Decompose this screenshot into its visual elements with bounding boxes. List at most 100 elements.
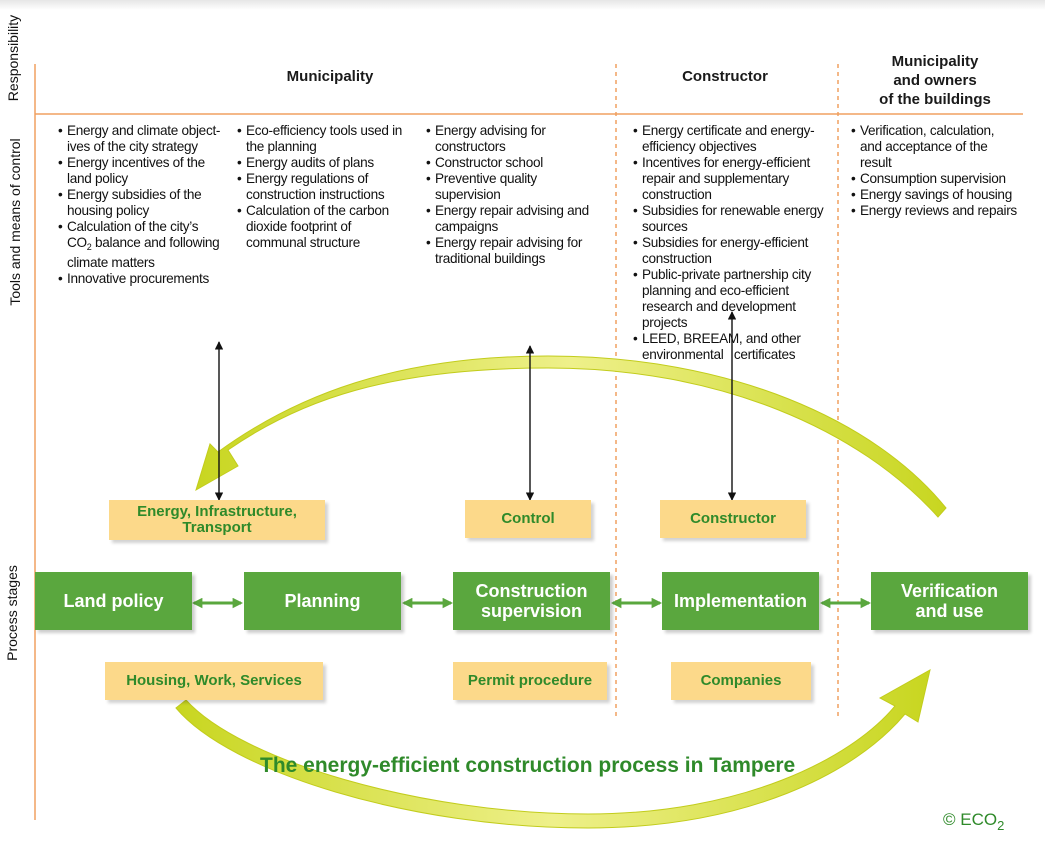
tools-item-line-co2: CO2 balance and following: [67, 235, 236, 255]
tools-item-line: construction: [642, 187, 712, 202]
tools-item-line: construction instructions: [246, 187, 385, 202]
header-municipality: Municipality: [286, 68, 374, 85]
tools-item: Subsidies for renewable energy sources: [633, 203, 833, 235]
tools-item-line: Subsidies for energy-efficient: [642, 235, 809, 250]
tools-column-5: Verification, calculation, and acceptanc…: [851, 123, 1031, 219]
tools-item-line: Public-private partnership city: [642, 267, 812, 282]
box-energy-infrastructure-transport: Energy, Infrastructure, Transport: [109, 500, 325, 540]
stage-supervision-line2: supervision: [480, 601, 583, 621]
tools-item-line: environmental certificates: [642, 347, 796, 362]
tools-item-line: Innovative procurements: [67, 271, 209, 286]
tools-item: Energy reviews and repairs: [851, 203, 1031, 219]
tools-column-3: Energy advising for constructors Constru…: [426, 123, 611, 267]
tools-item-line: projects: [642, 315, 688, 330]
tools-item: Energy repair advising for traditional b…: [426, 235, 611, 267]
tools-item-line: Calculation of the carbon: [246, 203, 389, 218]
tools-item-line: Incentives for energy-efficient: [642, 155, 811, 170]
stage-planning: Planning: [244, 572, 401, 630]
tools-item: Energy and climate object- ives of the c…: [58, 123, 236, 155]
tools-item: Energy advising for constructors: [426, 123, 611, 155]
tools-item-line: supervision: [435, 187, 501, 202]
stage-verification-line2: and use: [915, 601, 984, 621]
box-permit-procedure: Permit procedure: [453, 662, 607, 700]
tools-item: Verification, calculation, and acceptanc…: [851, 123, 1031, 171]
tools-item-line: Calculation of the city’s: [67, 219, 199, 234]
tools-item: Subsidies for energy-efficient construct…: [633, 235, 833, 267]
tools-item-line: Verification, calculation,: [860, 123, 995, 138]
tools-item-line: Energy reviews and repairs: [860, 203, 1017, 218]
tools-item-line: result: [860, 155, 892, 170]
tools-item-line: sources: [642, 219, 688, 234]
tools-item-line: ives of the city strategy: [67, 139, 198, 154]
copyright-subscript: 2: [997, 818, 1005, 833]
copyright-text: © ECO: [943, 810, 998, 829]
box-energy-line1: Energy, Infrastructure,: [137, 503, 297, 520]
tools-item-line: Energy advising for: [435, 123, 546, 138]
box-control: Control: [465, 500, 591, 538]
box-housing-work-services: Housing, Work, Services: [105, 662, 323, 700]
row-label-tools: Tools and means of control: [7, 138, 23, 306]
tools-item-line: planning and eco-efficient: [642, 283, 789, 298]
tools-item-line: Energy repair advising for: [435, 235, 583, 250]
stage-verification-line1: Verification: [900, 581, 999, 601]
tools-item: Energy repair advising and campaigns: [426, 203, 611, 235]
tools-column-1: Energy and climate object- ives of the c…: [58, 123, 236, 287]
co2-text: CO: [67, 235, 87, 250]
upper-curved-arrow: [195, 355, 947, 518]
tools-item-line: campaigns: [435, 219, 499, 234]
tools-item: Eco-efficiency tools used in the plannin…: [237, 123, 422, 155]
tools-item-line: and acceptance of the: [860, 139, 988, 154]
tools-item: Public-private partnership city planning…: [633, 267, 833, 331]
header-owners-line1: Municipality: [891, 53, 979, 70]
tools-item-line: the planning: [246, 139, 317, 154]
tools-item-line: Subsidies for renewable energy: [642, 203, 824, 218]
row-label-responsibility: Responsibility: [5, 14, 21, 102]
header-owners-line2: and owners: [893, 72, 977, 89]
tools-item-line: Energy repair advising and: [435, 203, 589, 218]
tools-item-line: Energy regulations of: [246, 171, 369, 186]
tools-item-line: land policy: [67, 171, 128, 186]
tools-item-line: research and development: [642, 299, 796, 314]
tools-item-line: Energy savings of housing: [860, 187, 1012, 202]
tools-column-2: Eco-efficiency tools used in the plannin…: [237, 123, 422, 251]
tools-item-line: Eco-efficiency tools used in: [246, 123, 403, 138]
tools-item-line: constructors: [435, 139, 506, 154]
box-companies: Companies: [671, 662, 811, 700]
tools-item-line: Consumption supervision: [860, 171, 1006, 186]
tools-item-line: Preventive quality: [435, 171, 537, 186]
tools-item: Energy savings of housing: [851, 187, 1031, 203]
lower-curved-arrow: [175, 669, 931, 829]
tools-item-line: traditional buildings: [435, 251, 546, 266]
tools-item: Energy certificate and energy- efficienc…: [633, 123, 833, 155]
tools-item-line: housing policy: [67, 203, 149, 218]
tools-item: Preventive quality supervision: [426, 171, 611, 203]
tools-item-line: construction: [642, 251, 712, 266]
tools-item-line: Energy subsidies of the: [67, 187, 202, 202]
tools-item-line: LEED, BREEAM, and other: [642, 331, 801, 346]
tools-item-line: Energy audits of plans: [246, 155, 374, 170]
tools-item: Calculation of the carbon dioxide footpr…: [237, 203, 422, 251]
tools-item: Calculation of the city’s CO2 balance an…: [58, 219, 236, 271]
tools-item-line: Energy and climate object-: [67, 123, 221, 138]
tools-item-line: Energy incentives of the: [67, 155, 205, 170]
header-owners: Municipality and owners of the buildings: [850, 52, 1020, 109]
header-constructor: Constructor: [682, 68, 768, 85]
tools-item: Energy subsidies of the housing policy: [58, 187, 236, 219]
stage-supervision-line1: Construction: [475, 581, 588, 601]
tools-item-line: Energy certificate and energy-: [642, 123, 815, 138]
stage-land-policy: Land policy: [35, 572, 192, 630]
box-constructor: Constructor: [660, 500, 806, 538]
box-energy-line2: Transport: [182, 519, 252, 536]
top-shade: [0, 0, 1045, 10]
stage-verification-and-use: Verification and use: [871, 572, 1028, 630]
co2-subscript: 2: [86, 242, 92, 252]
tools-item: Constructor school: [426, 155, 611, 171]
tools-item: Incentives for energy-efficient repair a…: [633, 155, 833, 203]
tools-item-line: climate matters: [67, 255, 155, 270]
tools-item-line: Constructor school: [435, 155, 543, 170]
stage-implementation: Implementation: [662, 572, 819, 630]
row-label-process: Process stages: [4, 565, 20, 661]
diagram-title: The energy-efficient construction proces…: [260, 754, 796, 777]
tools-item: Consumption supervision: [851, 171, 1031, 187]
